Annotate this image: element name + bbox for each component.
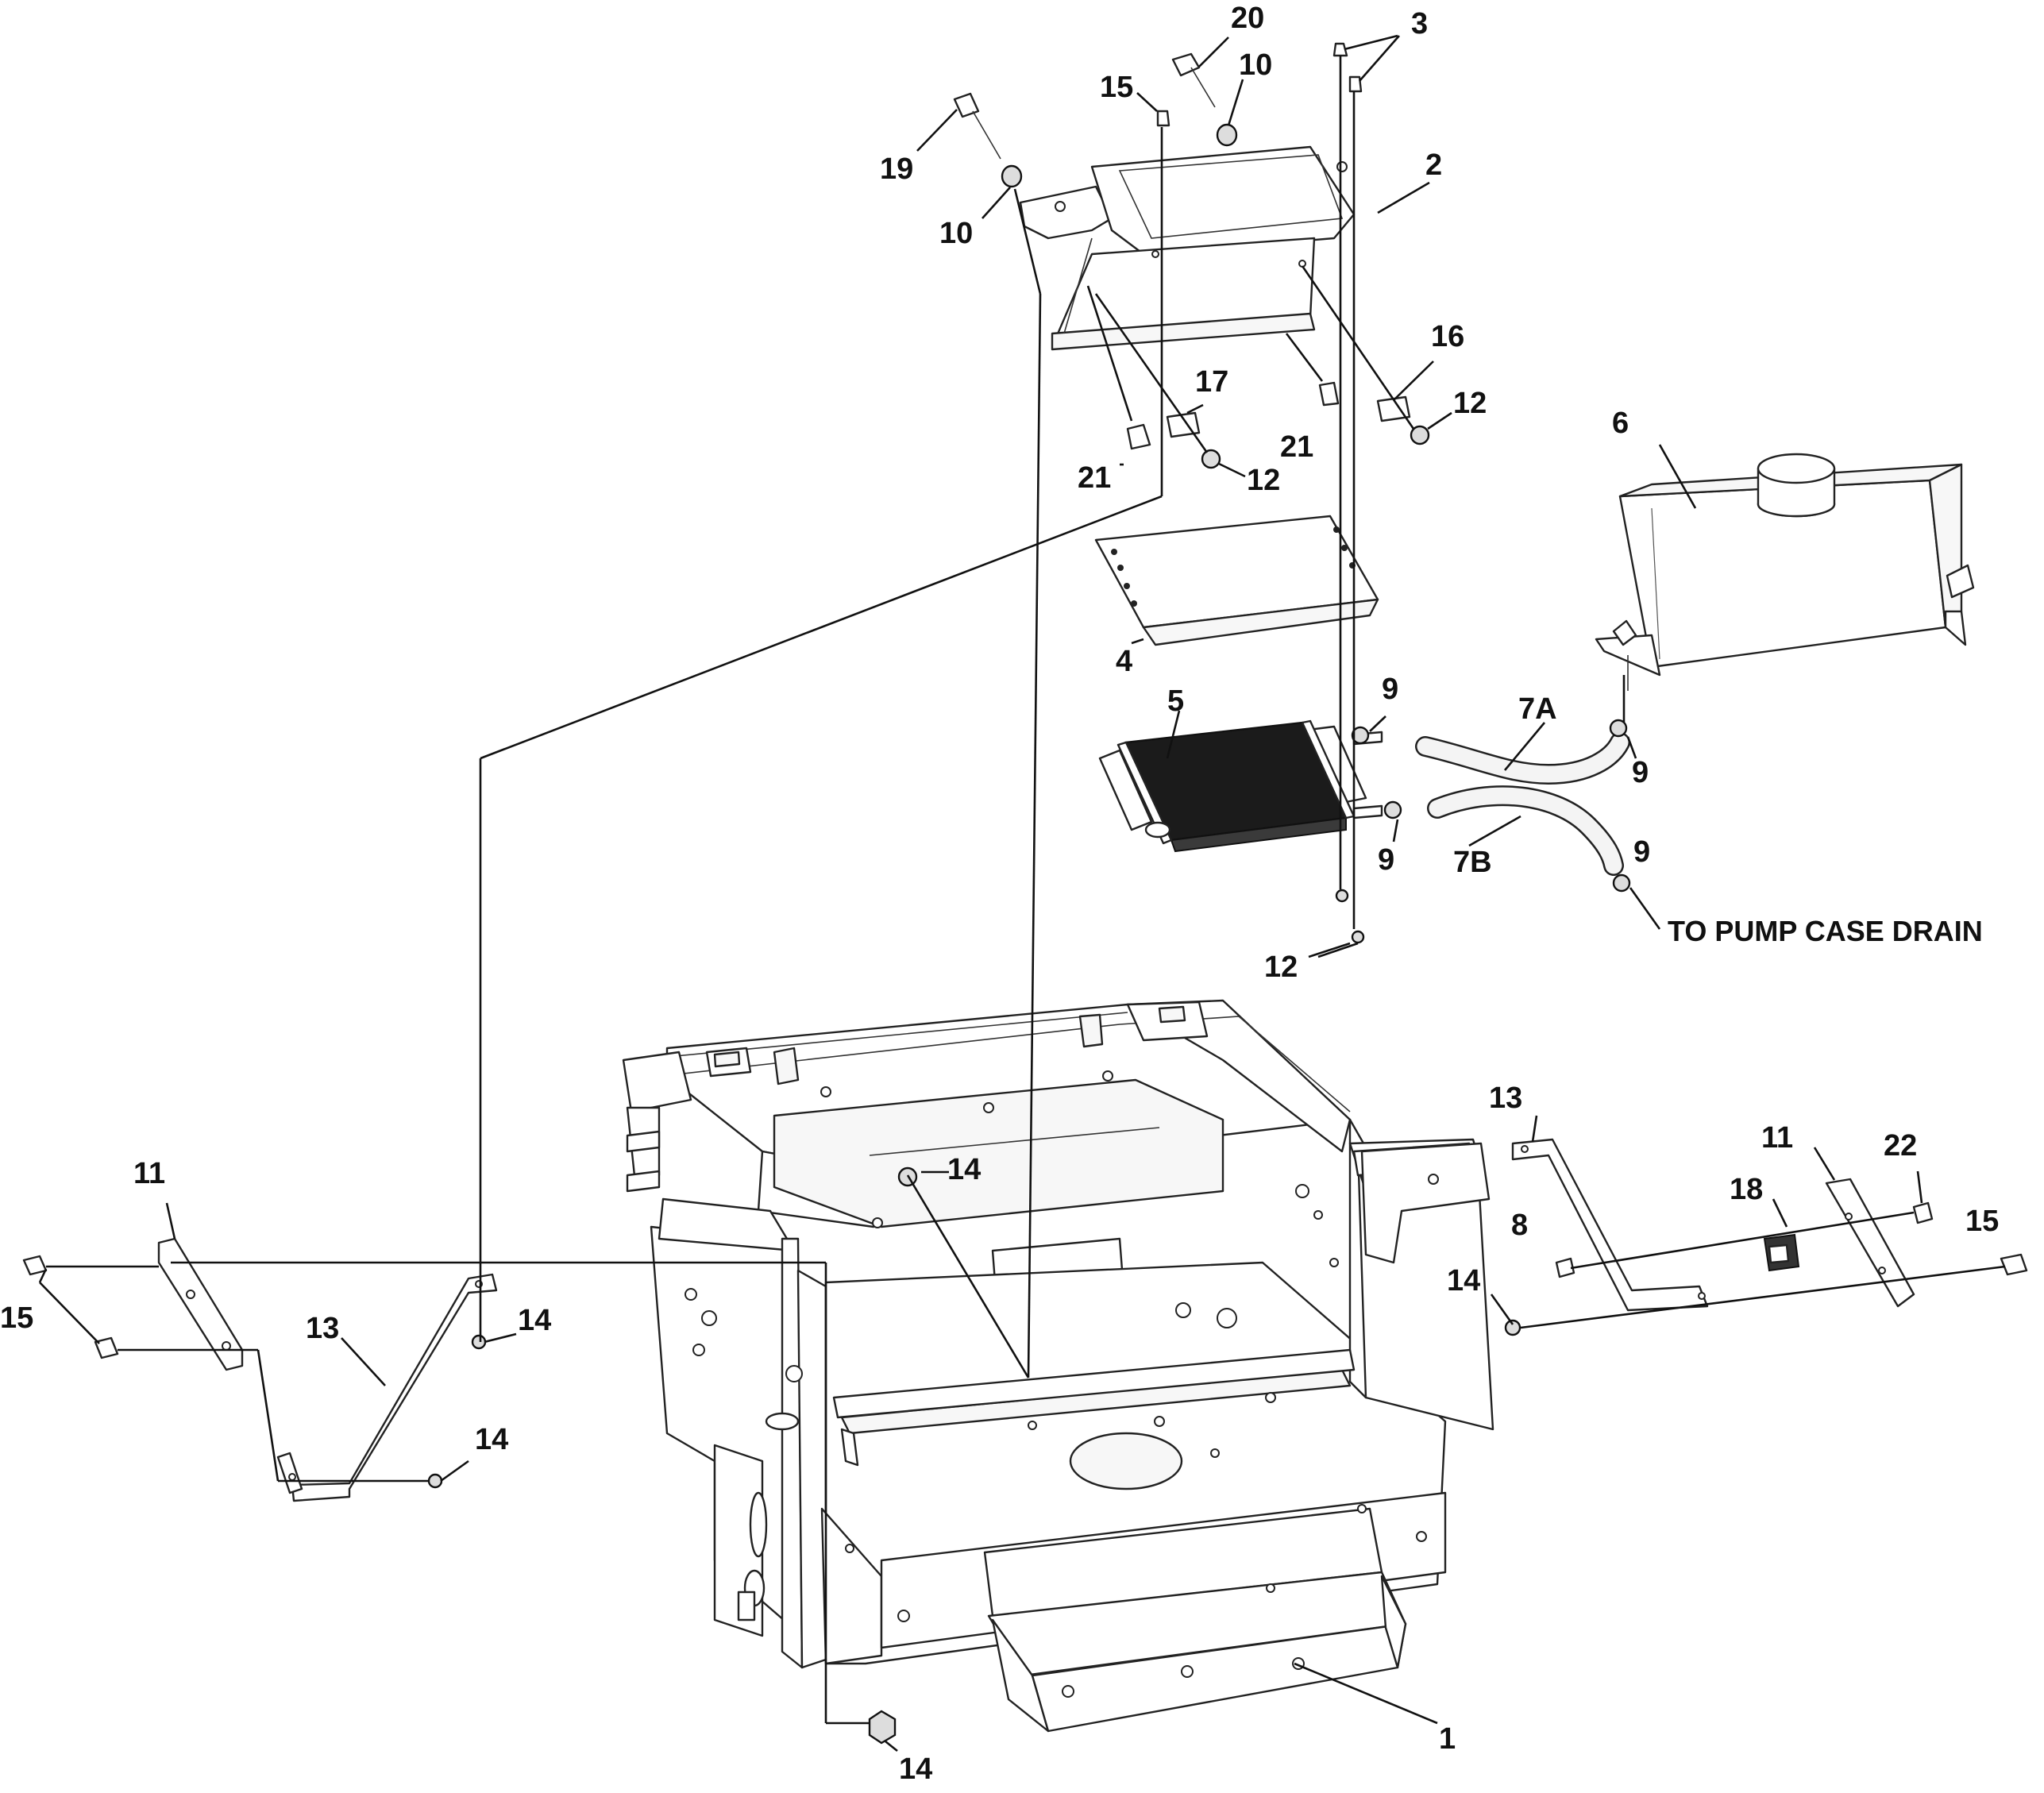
callout-3: 3 — [1411, 7, 1428, 40]
callout-11-right: 11 — [1761, 1121, 1793, 1155]
callout-12-bottom: 12 — [1264, 950, 1298, 984]
callout-1: 1 — [1439, 1722, 1456, 1756]
callout-22: 22 — [1884, 1129, 1917, 1163]
callout-12: 12 — [1453, 387, 1487, 420]
callout-9-c: 9 — [1378, 843, 1394, 877]
callout-6: 6 — [1612, 407, 1629, 440]
cooler-plate — [1094, 515, 1379, 646]
callout-14-left-lower: 14 — [475, 1423, 508, 1456]
callout-17: 17 — [1195, 365, 1228, 399]
oil-cooler — [1098, 719, 1367, 853]
callout-9-b: 9 — [1632, 756, 1649, 789]
pump-case-drain-note: TO PUMP CASE DRAIN — [1668, 915, 1983, 947]
hydraulic-tank — [1595, 453, 1975, 677]
callout-21-left: 21 — [1078, 461, 1111, 495]
hardware — [22, 42, 2028, 1745]
left-brackets — [157, 1237, 498, 1502]
right-brackets — [1511, 1138, 1915, 1312]
callout-14-left-upper: 14 — [518, 1304, 551, 1337]
callout-7a: 7A — [1518, 692, 1557, 726]
callout-14-right: 14 — [1447, 1264, 1480, 1298]
callout-15-left: 15 — [0, 1301, 33, 1335]
oil-cooler-bracket — [1019, 145, 1356, 351]
callout-labels: 20 3 10 15 2 19 10 16 17 12 21 21 12 6 4… — [0, 2, 1999, 1786]
callout-12-mid: 12 — [1247, 464, 1280, 497]
callout-10-lower: 10 — [939, 217, 973, 250]
callout-9-a: 9 — [1382, 673, 1398, 706]
callout-14-center: 14 — [947, 1153, 981, 1186]
callout-15: 15 — [1100, 71, 1133, 104]
callout-16: 16 — [1431, 320, 1464, 353]
hose-clamps — [1351, 655, 1631, 893]
callout-4: 4 — [1116, 645, 1132, 678]
callout-8: 8 — [1511, 1209, 1528, 1242]
callout-15-right: 15 — [1965, 1205, 1999, 1238]
callout-5: 5 — [1167, 684, 1184, 718]
callout-14-bottom: 14 — [899, 1753, 932, 1786]
callout-13-left: 13 — [306, 1312, 339, 1345]
callout-10: 10 — [1239, 48, 1272, 82]
callout-18: 18 — [1730, 1173, 1763, 1206]
callout-7b: 7B — [1453, 846, 1492, 879]
callout-9-d: 9 — [1633, 835, 1650, 869]
hose-7b — [1427, 785, 1624, 876]
hose-7a — [1415, 732, 1630, 785]
callout-2: 2 — [1425, 148, 1442, 182]
main-frame — [622, 999, 1494, 1733]
callout-20: 20 — [1231, 2, 1264, 35]
leader-lines — [38, 34, 2006, 1753]
callout-11-left: 11 — [133, 1157, 165, 1190]
callout-13-right: 13 — [1489, 1082, 1522, 1115]
callout-21-right: 21 — [1280, 430, 1313, 464]
callout-19: 19 — [880, 152, 913, 186]
